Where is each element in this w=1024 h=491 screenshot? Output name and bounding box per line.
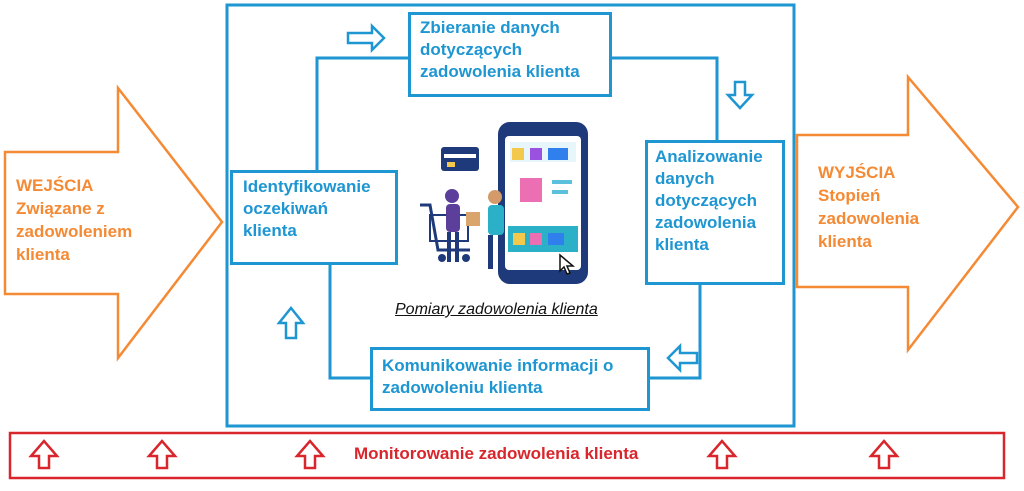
monitoring-label: Monitorowanie zadowolenia klienta	[354, 444, 639, 463]
shopping-illustration-icon	[420, 122, 588, 284]
hollow-arrow-icon	[276, 305, 306, 340]
hollow-arrow-icon	[725, 80, 755, 110]
analyze-label: Analizowanie danych dotyczących zadowole…	[655, 147, 763, 254]
collect-label: Zbieranie danych dotyczących zadowolenia…	[420, 18, 580, 81]
caption: Pomiary zadowolenia klienta	[395, 301, 598, 318]
hollow-arrow-icon	[868, 439, 900, 470]
monitoring-bar	[8, 431, 1006, 480]
hollow-arrow-icon	[294, 439, 326, 470]
analyze-box	[645, 140, 785, 285]
hollow-arrow-icon	[666, 342, 699, 374]
hollow-arrow-icon	[28, 439, 60, 470]
hollow-arrow-icon	[706, 439, 738, 470]
identify-box	[230, 170, 398, 265]
communicate-label: Komunikowanie informacji o zadowoleniu k…	[382, 356, 614, 397]
input-label: WEJŚCIA Związane z zadowoleniem klienta	[16, 176, 133, 264]
monitoring-arrows	[28, 439, 900, 470]
communicate-box	[370, 347, 650, 411]
hollow-arrow-icon	[146, 439, 178, 470]
hollow-arrow-icon	[346, 22, 386, 54]
identify-label: Identyfikowanie oczekiwań klienta	[243, 177, 371, 240]
process-frame	[225, 3, 796, 428]
cycle-line-top-right	[612, 56, 719, 140]
cycle-line-right	[650, 285, 702, 380]
output-arrow	[795, 73, 1020, 354]
collect-box	[408, 12, 612, 97]
input-arrow	[3, 84, 224, 362]
cycle-line-left	[328, 265, 370, 380]
output-label: WYJŚCIA Stopień zadowolenia klienta	[818, 163, 920, 251]
cycle-line-top-left	[315, 56, 408, 170]
